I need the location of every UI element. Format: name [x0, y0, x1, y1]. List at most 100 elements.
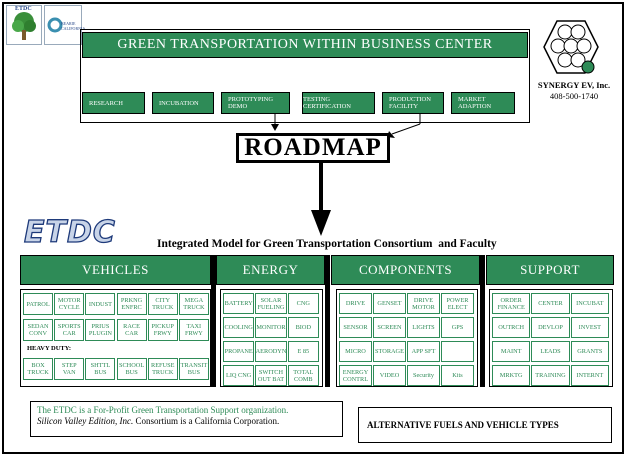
partner-logo-text: BEARIE CALIFORNIA: [61, 21, 86, 31]
vehicle-cell: PATROL: [23, 293, 54, 315]
vehicle-cell: SHTTL BUS: [85, 358, 116, 380]
energy-cell: E 85: [287, 341, 319, 362]
energy-cell: SOLAR FUELING: [255, 293, 287, 314]
etdc-small-logo: ETDC: [6, 5, 42, 45]
tree-icon: [12, 12, 36, 40]
support-cell: TRAINING: [531, 365, 570, 386]
component-cell: DRIVE: [339, 293, 372, 314]
energy-cell: CNG: [287, 293, 319, 314]
energy-cell: AERODYN: [255, 341, 287, 362]
step-production: PRODUCTION FACILITY: [382, 92, 444, 114]
support-header: SUPPORT: [486, 255, 614, 285]
ring-icon: [47, 17, 63, 33]
support-cell: INVEST: [570, 317, 609, 338]
support-cell: CENTER: [531, 293, 570, 314]
energy-cell: BATTERY: [223, 293, 255, 314]
note-company: Silicon Valley Edition, Inc.: [37, 416, 134, 426]
component-cell: SCREEN: [373, 317, 406, 338]
company-phone: 408-500-1740: [549, 91, 599, 101]
vehicle-cell: CITY TRUCK: [147, 293, 178, 315]
support-cell: MRKTG: [492, 365, 531, 386]
vehicles-header: VEHICLES: [20, 255, 211, 285]
arrow-down-large-icon: [311, 210, 331, 236]
vehicle-cell: STEP VAN: [54, 358, 85, 380]
component-cell: GENSET: [373, 293, 406, 314]
divider-3: [480, 255, 485, 387]
support-cell: ORDER FINANCE: [492, 293, 531, 314]
roadmap-box: ROADMAP: [236, 133, 390, 163]
partner-logo: BEARIE CALIFORNIA: [44, 5, 86, 45]
vehicle-cell: MOTOR CYCLE: [54, 293, 85, 315]
energy-cell: LIQ CNG: [223, 365, 255, 386]
divider-1: [211, 255, 216, 387]
component-cell: Kits: [441, 365, 474, 386]
component-cell: MICRO: [339, 341, 372, 362]
step-market: MARKET ADAPTION: [451, 92, 515, 114]
synergy-logo: [543, 19, 599, 75]
component-cell: [441, 341, 474, 362]
energy-cell: TOTAL COMB: [287, 365, 319, 386]
vehicle-cell: PRIUS PLUGIN: [85, 319, 116, 341]
model-title: Integrated Model for Green Transportatio…: [157, 238, 497, 250]
etdc-logo: ETDC: [23, 215, 116, 250]
energy-cell: COOLING: [223, 317, 255, 338]
support-cell: MAINT: [492, 341, 531, 362]
vehicle-cell: TRANSIT BUS: [178, 358, 209, 380]
component-cell: ENERGY CONTRL: [339, 365, 372, 386]
component-cell: Security: [407, 365, 440, 386]
component-cell: LIGHTS: [407, 317, 440, 338]
component-cell: GPS: [441, 317, 474, 338]
step-testing: TESTING CERTIFICATION: [302, 92, 375, 114]
divider-2: [325, 255, 330, 387]
vehicle-cell: REFUSE TRUCK: [147, 358, 178, 380]
vehicle-cell: BOX TRUCK: [23, 358, 54, 380]
step-research: RESEARCH: [82, 92, 145, 114]
support-cell: LEADS: [531, 341, 570, 362]
note-line-2: Silicon Valley Edition, Inc. Consortium …: [37, 416, 336, 427]
support-cell: INTERNT: [570, 365, 609, 386]
component-cell: SENSOR: [339, 317, 372, 338]
energy-cell: SWITCH OUT BAT: [255, 365, 287, 386]
company-name: SYNERGY EV, Inc.: [537, 80, 611, 90]
components-header: COMPONENTS: [331, 255, 480, 285]
etdc-small-logo-text: ETDC: [15, 6, 32, 12]
support-cell: DEVLOP: [531, 317, 570, 338]
alternative-fuels-box: ALTERNATIVE FUELS AND VEHICLE TYPES: [358, 407, 612, 443]
note-rest: Consortium is a California Corporation.: [133, 416, 280, 426]
arrow-down-icon: [271, 124, 279, 131]
etdc-note: The ETDC is a For-Profit Green Transport…: [30, 401, 343, 437]
business-center-title: GREEN TRANSPORTATION WITHIN BUSINESS CEN…: [82, 32, 528, 58]
vehicle-cell: MEGA TRUCK: [178, 293, 209, 315]
note-line-1: The ETDC is a For-Profit Green Transport…: [37, 405, 289, 415]
vehicle-cell: INDUST: [85, 293, 116, 315]
support-cell: GRANTS: [570, 341, 609, 362]
support-cell: OUTRCH: [492, 317, 531, 338]
energy-cell: MONITOR: [255, 317, 287, 338]
vehicle-cell: SEDAN CONV: [23, 319, 54, 341]
business-center-box: [80, 29, 530, 123]
component-cell: STORAGE: [373, 341, 406, 362]
vehicle-cell: PICKUP FRWY: [147, 319, 178, 341]
support-cell: INCUBAT: [570, 293, 609, 314]
step-incubation: INCUBATION: [152, 92, 214, 114]
synergy-cells-icon: [543, 20, 599, 74]
component-cell: POWER ELECT: [441, 293, 474, 314]
component-cell: DRIVE MOTOR: [407, 293, 440, 314]
step-prototyping: PROTOTYPING DEMO: [221, 92, 290, 114]
energy-cell: BIOD: [287, 317, 319, 338]
energy-header: ENERGY: [216, 255, 325, 285]
vehicle-cell: SCHOOL BUS: [116, 358, 147, 380]
heavy-duty-label: HEAVY DUTY:: [27, 345, 72, 352]
component-cell: APP SFT: [407, 341, 440, 362]
vehicle-cell: RACE CAR: [116, 319, 147, 341]
vehicle-cell: TAXI FRWY: [178, 319, 209, 341]
vehicle-cell: SPORTS CAR: [54, 319, 85, 341]
component-cell: VIDEO: [373, 365, 406, 386]
energy-cell: PROPANE: [223, 341, 255, 362]
vehicle-cell: PRKNG ENFRC: [116, 293, 147, 315]
